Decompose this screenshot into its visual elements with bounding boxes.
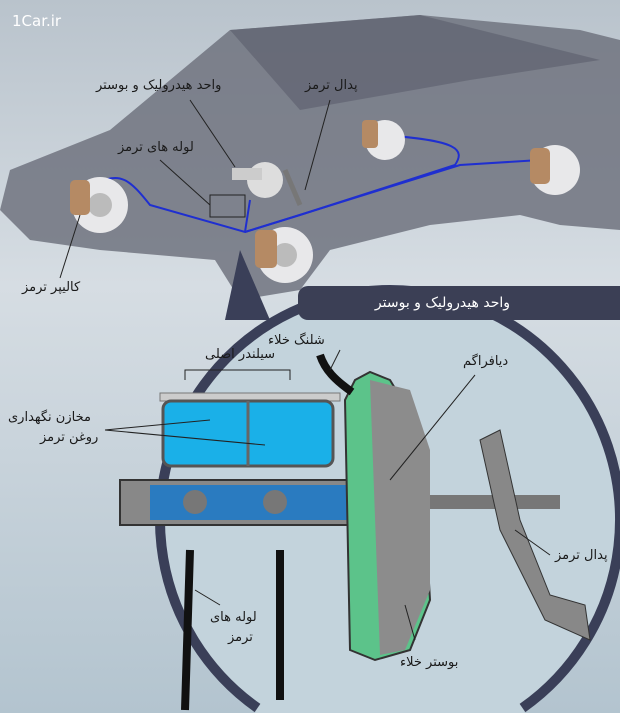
label-brake-lines-detail-2: ترمز: [228, 630, 253, 645]
label-brake-pedal: پدال ترمز: [305, 78, 358, 93]
callout-pointer: [225, 250, 270, 320]
label-vacuum-booster: بوستر خلاء: [400, 655, 459, 670]
vacuum-booster: [343, 370, 432, 662]
wheel-front-right: [255, 227, 313, 283]
label-brake-lines-detail-1: لوله های: [210, 610, 257, 625]
booster-small: [232, 162, 303, 206]
wheel-rear-right: [530, 145, 580, 195]
label-brake-pedal-detail: پدال ترمز: [555, 548, 608, 563]
callout-banner: واحد هیدرولیک و بوستر: [298, 286, 620, 320]
brake-pedal-arm: [479, 429, 591, 641]
vacuum-hose: [316, 353, 355, 396]
brake-hoses: [181, 549, 284, 711]
wheel-front-left: [70, 177, 128, 233]
wheel-rear-left: [362, 120, 405, 160]
car-body: [0, 15, 620, 300]
label-brake-caliper: کالیپر ترمز: [22, 280, 81, 295]
label-diaphragm: دیافراگم: [463, 354, 509, 369]
label-brake-lines: لوله های ترمز: [118, 140, 194, 155]
brake-lines: [94, 134, 541, 234]
label-hydraulic-booster: واحد هیدرولیک و بوستر: [96, 78, 222, 93]
label-reservoir-1: مخازن نگهداری: [8, 410, 91, 425]
label-reservoir-2: روغن ترمز: [40, 430, 99, 445]
label-master-cylinder: سیلندر اصلی: [205, 347, 276, 362]
watermark: 1Car.ir: [12, 12, 62, 30]
label-vacuum-hose: شلنگ خلاء: [268, 333, 325, 348]
